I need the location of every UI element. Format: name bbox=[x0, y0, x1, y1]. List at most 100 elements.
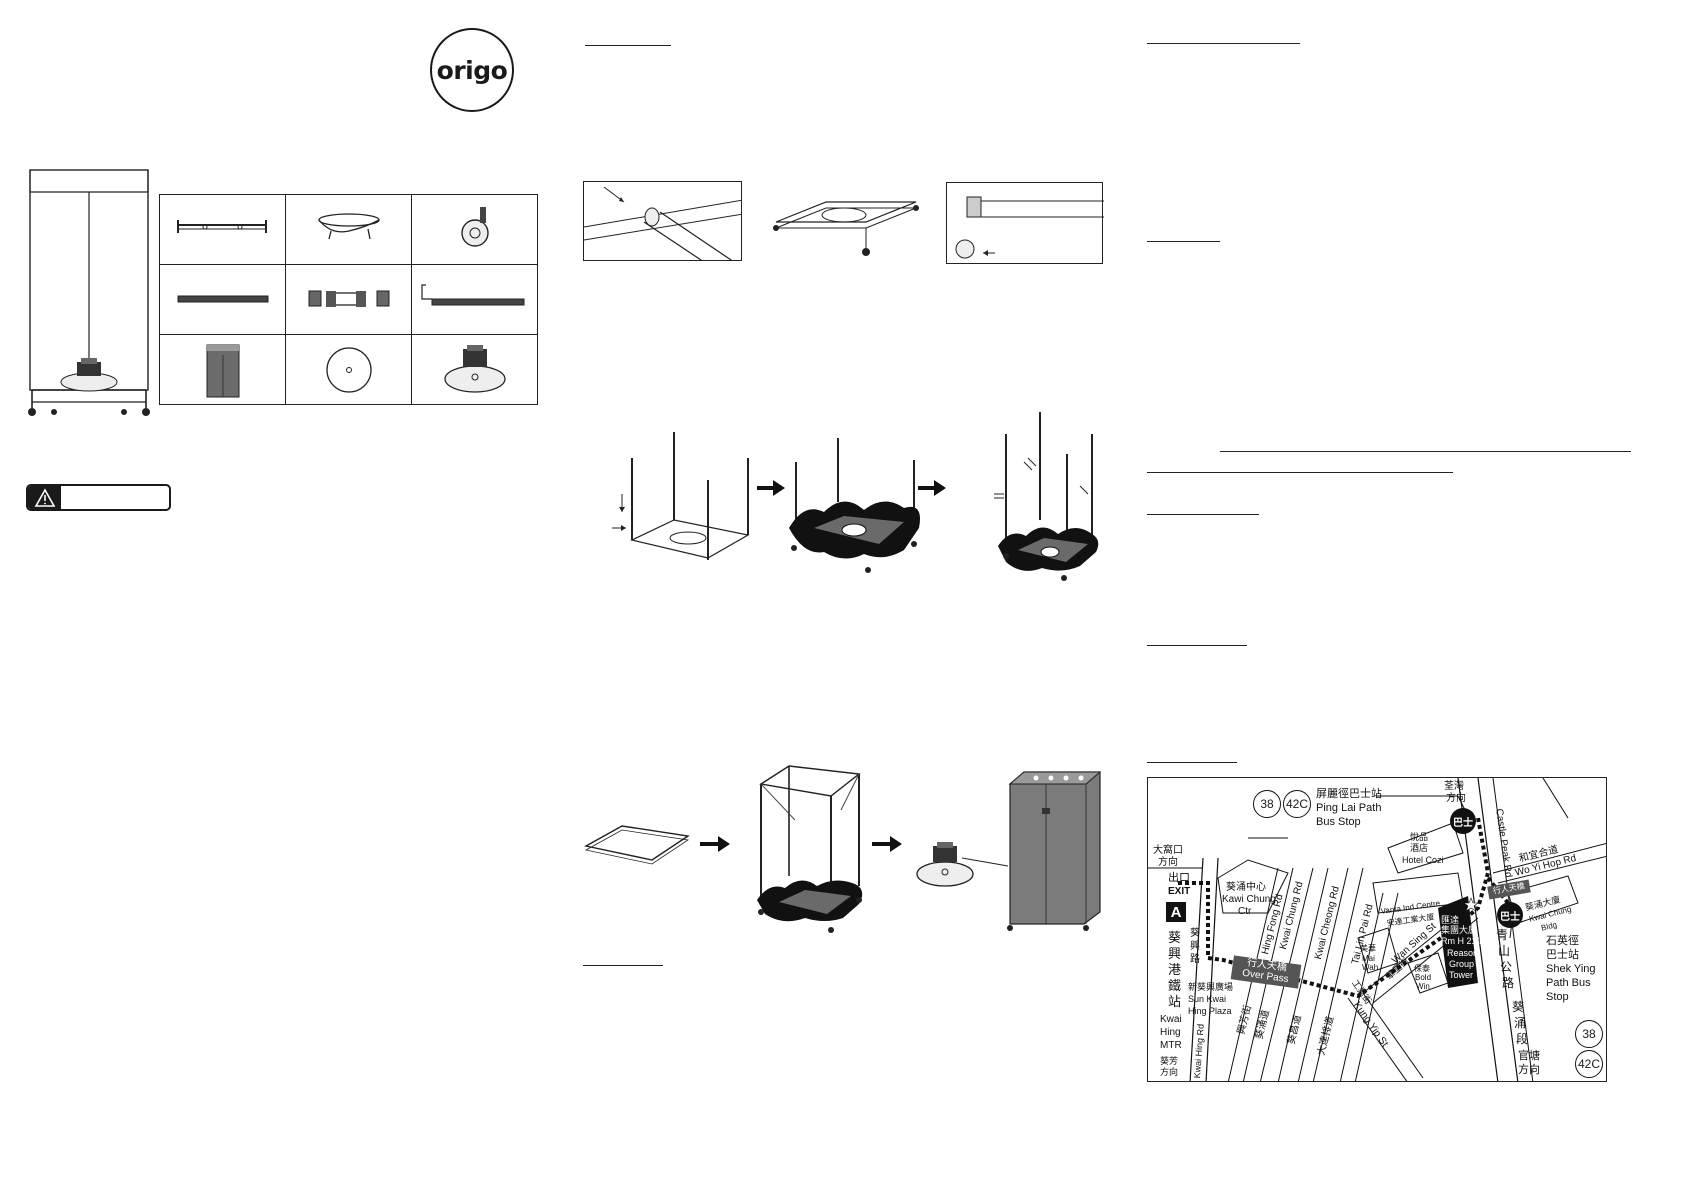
detail-pole-insert bbox=[583, 181, 742, 261]
star-icon bbox=[1463, 897, 1479, 912]
hotel-zh2: 酒店 bbox=[1410, 843, 1429, 853]
arrow-right-icon bbox=[918, 480, 946, 496]
part-cell-heater-unit bbox=[412, 335, 538, 405]
mai-wah-en2: Wah bbox=[1362, 963, 1379, 972]
heading-rule bbox=[585, 45, 671, 46]
exit-zh: 出口 bbox=[1168, 872, 1190, 884]
bus-stop-right-badge: 巴士 bbox=[1497, 902, 1523, 928]
arrow-right-icon bbox=[700, 836, 730, 852]
bold-win-en1: Bold bbox=[1415, 973, 1432, 982]
heading-rule bbox=[1147, 43, 1300, 44]
exit-letter-badge: A bbox=[1166, 902, 1186, 922]
kwaifong-zh1: 葵芳 bbox=[1160, 1056, 1179, 1066]
heater-unit bbox=[916, 842, 974, 887]
hotel-en: Hotel Cozi bbox=[1402, 855, 1444, 865]
reason-en3: Group bbox=[1449, 959, 1475, 969]
reason-en2: Reason bbox=[1447, 948, 1479, 958]
kwai-chung-sec3: 段 bbox=[1516, 1032, 1529, 1046]
stop-right-en2: Path Bus bbox=[1546, 977, 1591, 989]
kwai-hing-rd-zh1: 葵 bbox=[1190, 928, 1200, 939]
bold-win-zh: 保泰 bbox=[1414, 964, 1430, 973]
kwai-chung-sec2: 涌 bbox=[1514, 1016, 1527, 1030]
hotel-zh1: 悅品 bbox=[1410, 832, 1429, 842]
part-cell-wire-holder bbox=[286, 195, 412, 265]
arrow-right-icon bbox=[872, 836, 902, 852]
heading-rule bbox=[1147, 762, 1237, 763]
stop-top-en1: Ping Lai Path bbox=[1316, 802, 1382, 814]
route-38-label: 38 bbox=[1582, 1027, 1596, 1041]
station-en2: Hing bbox=[1160, 1027, 1181, 1038]
station-zh1: 葵 bbox=[1168, 930, 1182, 945]
dir-kwaichung-zh2: 方向 bbox=[1446, 793, 1466, 804]
part-cell-long-pole bbox=[160, 265, 286, 335]
pointer-line bbox=[961, 857, 1009, 867]
station-zh3: 港 bbox=[1168, 962, 1182, 977]
stop-right-en1: Shek Ying bbox=[1546, 963, 1596, 975]
heading-rule bbox=[1147, 645, 1247, 646]
dir-taiwo-zh2: 方向 bbox=[1158, 857, 1178, 868]
origo-logo: origo bbox=[430, 28, 514, 112]
bus-badge-label: 巴士 bbox=[1453, 817, 1473, 829]
route-42c-label: 42C bbox=[1577, 1057, 1600, 1071]
heading-rule bbox=[1147, 472, 1453, 473]
kwun-tong-dir2: 方向 bbox=[1518, 1064, 1540, 1076]
reason-zh2: 集團大廈 bbox=[1441, 925, 1478, 935]
station-zh4: 鐵 bbox=[1168, 978, 1182, 993]
route-38-label: 38 bbox=[1260, 797, 1274, 811]
kcc-en1: Kawi Chung bbox=[1222, 894, 1276, 905]
plaza-en1: Sun Kwai bbox=[1188, 994, 1227, 1004]
detail-wheel-attach bbox=[946, 182, 1104, 264]
kwai-hing-rd-zh3: 路 bbox=[1190, 954, 1200, 965]
covered-wardrobe bbox=[1007, 771, 1102, 931]
logo-text: origo bbox=[436, 55, 508, 85]
reason-en4: Tower bbox=[1449, 970, 1474, 980]
route-42c-label: 42C bbox=[1285, 797, 1308, 811]
part-cell-connectors bbox=[286, 265, 412, 335]
assembled-frame bbox=[757, 765, 863, 933]
castle-zh4: 路 bbox=[1502, 976, 1515, 990]
frame-with-wheels bbox=[773, 201, 919, 256]
stop-top-en2: Bus Stop bbox=[1316, 816, 1361, 828]
mai-wah-zh: 美華 bbox=[1360, 944, 1376, 953]
heading-rule bbox=[1147, 514, 1259, 515]
bus-stop-top-badge: 巴士 bbox=[1450, 808, 1476, 834]
kwun-tong-dir1: 官塘 bbox=[1518, 1050, 1540, 1062]
part-cell-cover bbox=[160, 335, 286, 405]
part-cell-base-board bbox=[286, 335, 412, 405]
station-en3: MTR bbox=[1160, 1040, 1182, 1051]
step-frame-poles bbox=[612, 432, 750, 560]
reason-en1: Rm H 21/F bbox=[1441, 936, 1485, 946]
warning-triangle-icon bbox=[34, 488, 56, 507]
castle-zh1: 青 bbox=[1496, 928, 1509, 942]
heading-rule bbox=[1147, 241, 1220, 242]
parts-list-grid bbox=[159, 194, 538, 405]
castle-zh2: 山 bbox=[1498, 944, 1511, 958]
station-zh2: 興 bbox=[1168, 946, 1182, 961]
stop-right-en3: Stop bbox=[1546, 991, 1569, 1003]
stop-right-zh1: 石英徑 bbox=[1546, 935, 1579, 947]
bold-win-en2: Win bbox=[1416, 982, 1430, 991]
route-38-badge: 38 bbox=[1253, 790, 1281, 818]
step-frame-extended bbox=[994, 412, 1099, 581]
top-frame bbox=[584, 825, 690, 865]
plaza-en2: Hing Plaza bbox=[1188, 1006, 1232, 1016]
part-cell-caster-wheel bbox=[412, 195, 538, 265]
dir-taiwo-zh1: 大窩口 bbox=[1153, 845, 1183, 856]
part-cell-crossbar bbox=[160, 195, 286, 265]
heading-rule bbox=[583, 965, 663, 966]
kcc-zh: 葵涌中心 bbox=[1226, 882, 1266, 893]
station-zh5: 站 bbox=[1168, 994, 1182, 1009]
bus-badge-label: 巴士 bbox=[1500, 911, 1520, 923]
heading-rule bbox=[1220, 451, 1631, 452]
kwai-hing-rd-zh2: 興 bbox=[1190, 941, 1200, 952]
route-42c-badge: 42C bbox=[1575, 1050, 1603, 1078]
location-map: 38 42C 屏麗徑巴士站 Ping Lai Path Bus Stop 巴士 … bbox=[1147, 777, 1607, 1082]
kwaifong-zh2: 方向 bbox=[1160, 1067, 1179, 1077]
arrow-right-icon bbox=[757, 480, 785, 496]
kwai-chung-sec1: 葵 bbox=[1512, 1000, 1525, 1014]
castle-zh3: 公 bbox=[1500, 960, 1513, 974]
route-42c-badge: 42C bbox=[1283, 790, 1311, 818]
route-38-badge: 38 bbox=[1575, 1020, 1603, 1048]
dir-kwaichung-zh1: 荃灣 bbox=[1444, 781, 1464, 792]
part-cell-pole-with-hook bbox=[412, 265, 538, 335]
